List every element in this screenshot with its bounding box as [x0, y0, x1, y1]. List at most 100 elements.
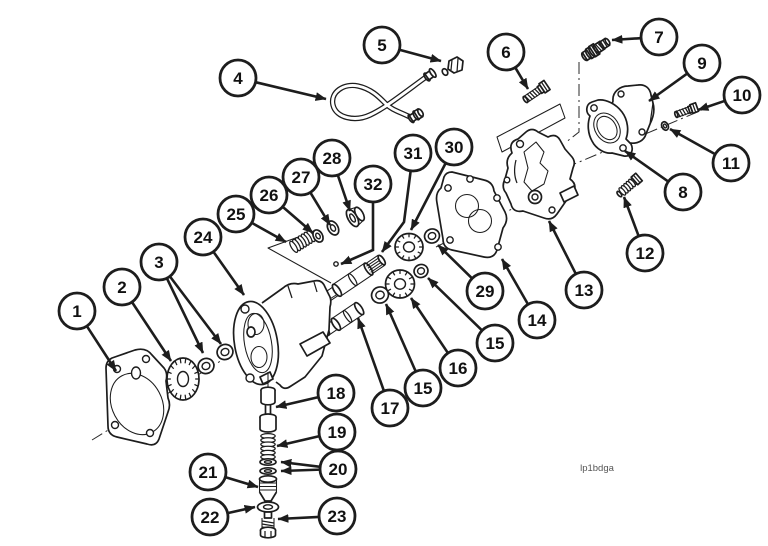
gear-30 [394, 232, 424, 262]
callout-label-11: 11 [722, 154, 740, 173]
leader-arrow-30-0 [409, 162, 447, 231]
valve-body-13 [502, 128, 579, 220]
callout-17 [370, 388, 410, 428]
leader-arrow-12-0 [622, 196, 640, 237]
bolt-6 [522, 79, 551, 104]
callout-27 [281, 157, 321, 197]
callout-label-20: 20 [329, 460, 348, 479]
datum-line [267, 235, 332, 284]
callout-29 [465, 271, 505, 311]
callout-label-30: 30 [445, 138, 464, 157]
leader-arrow-25-0 [251, 221, 287, 244]
callout-label-12: 12 [636, 244, 655, 263]
callout-9 [682, 43, 722, 83]
fitting-7 [580, 37, 611, 62]
leader-arrow-17-0 [356, 317, 386, 392]
callout-label-15: 15 [486, 334, 505, 353]
leader-arrow-9-0 [648, 72, 689, 103]
leader-arrow-3-0 [165, 277, 205, 354]
callout-label-29: 29 [476, 282, 495, 301]
fitting-5 [441, 56, 464, 77]
callout-label-24: 24 [194, 228, 213, 247]
bolt-10 [673, 101, 700, 119]
callout-label-15: 15 [414, 379, 433, 398]
callout-label-9: 9 [697, 54, 706, 73]
leader-arrow-5-0 [399, 48, 442, 63]
leader-arrow-1-0 [85, 325, 118, 372]
pin-32 [333, 261, 339, 267]
leader-arrow-10-0 [697, 99, 726, 112]
callout-label-2: 2 [117, 278, 126, 297]
leader-arrow-29-0 [437, 244, 474, 280]
cap-28 [345, 206, 366, 228]
callout-label-10: 10 [733, 86, 752, 105]
callout-24 [183, 217, 223, 257]
leader-arrow-32-0 [340, 202, 375, 266]
callout-label-17: 17 [381, 399, 400, 418]
leader-arrow-24-0 [212, 250, 246, 296]
washer-26 [312, 229, 324, 243]
bearing-15-lower [370, 286, 390, 304]
leader-arrow-20-0 [280, 458, 321, 469]
mounting-plane-outline [496, 103, 566, 153]
callout-18 [316, 373, 356, 413]
callout-label-14: 14 [528, 311, 547, 330]
callout-label-27: 27 [292, 168, 311, 187]
callout-label-32: 32 [364, 175, 383, 194]
washer-11 [660, 120, 670, 132]
callout-22 [190, 497, 230, 537]
bearing-15-upper [413, 263, 429, 279]
figure-code: lp1bdga [580, 463, 615, 474]
leader-arrow-15-0 [427, 277, 483, 332]
valve-21 [258, 474, 278, 502]
callout-label-18: 18 [327, 384, 346, 403]
callout-4 [218, 58, 258, 98]
callout-15 [475, 323, 515, 363]
callout-32 [353, 164, 393, 204]
callout-label-3: 3 [154, 253, 163, 272]
callout-23 [317, 496, 357, 536]
spring-19 [260, 432, 276, 461]
leader-arrow-27-0 [309, 191, 332, 226]
callout-28 [312, 138, 352, 178]
washer-22 [256, 501, 280, 513]
callout-8 [663, 172, 703, 212]
leader-arrow-11-0 [669, 127, 716, 156]
relief-valve-stack [256, 372, 280, 539]
callout-label-26: 26 [260, 186, 279, 205]
washers-20 [259, 457, 277, 476]
leader-arrow-19-0 [276, 434, 320, 448]
callout-7 [639, 17, 679, 57]
callout-label-23: 23 [328, 507, 347, 526]
callout-label-19: 19 [328, 423, 347, 442]
callout-6 [486, 32, 526, 72]
leader-arrow-16-0 [409, 297, 450, 354]
callout-label-6: 6 [501, 43, 510, 62]
leader-arrow-22-0 [227, 504, 256, 515]
callout-20 [318, 449, 358, 489]
callout-30 [434, 127, 474, 167]
leader-arrow-13-0 [547, 220, 578, 275]
callout-label-5: 5 [377, 36, 386, 55]
leader-arrow-6-0 [514, 66, 530, 90]
callout-16 [438, 348, 478, 388]
bearing-29 [423, 228, 441, 244]
leader-arrow-2-0 [130, 301, 173, 362]
callout-12 [625, 233, 665, 273]
callout-26 [249, 175, 289, 215]
plug-23 [259, 511, 277, 539]
callout-label-16: 16 [449, 359, 468, 378]
leader-arrow-18-0 [275, 395, 319, 409]
callout-14 [517, 300, 557, 340]
gasket-14 [435, 171, 508, 259]
callout-label-21: 21 [199, 463, 218, 482]
callout-label-7: 7 [654, 28, 663, 47]
bearing-3b [216, 343, 234, 361]
callout-11 [711, 143, 751, 183]
gasket-8 [586, 99, 634, 157]
gasket-1 [105, 348, 171, 446]
callout-label-28: 28 [323, 149, 342, 168]
leader-arrow-20-1 [280, 466, 321, 476]
